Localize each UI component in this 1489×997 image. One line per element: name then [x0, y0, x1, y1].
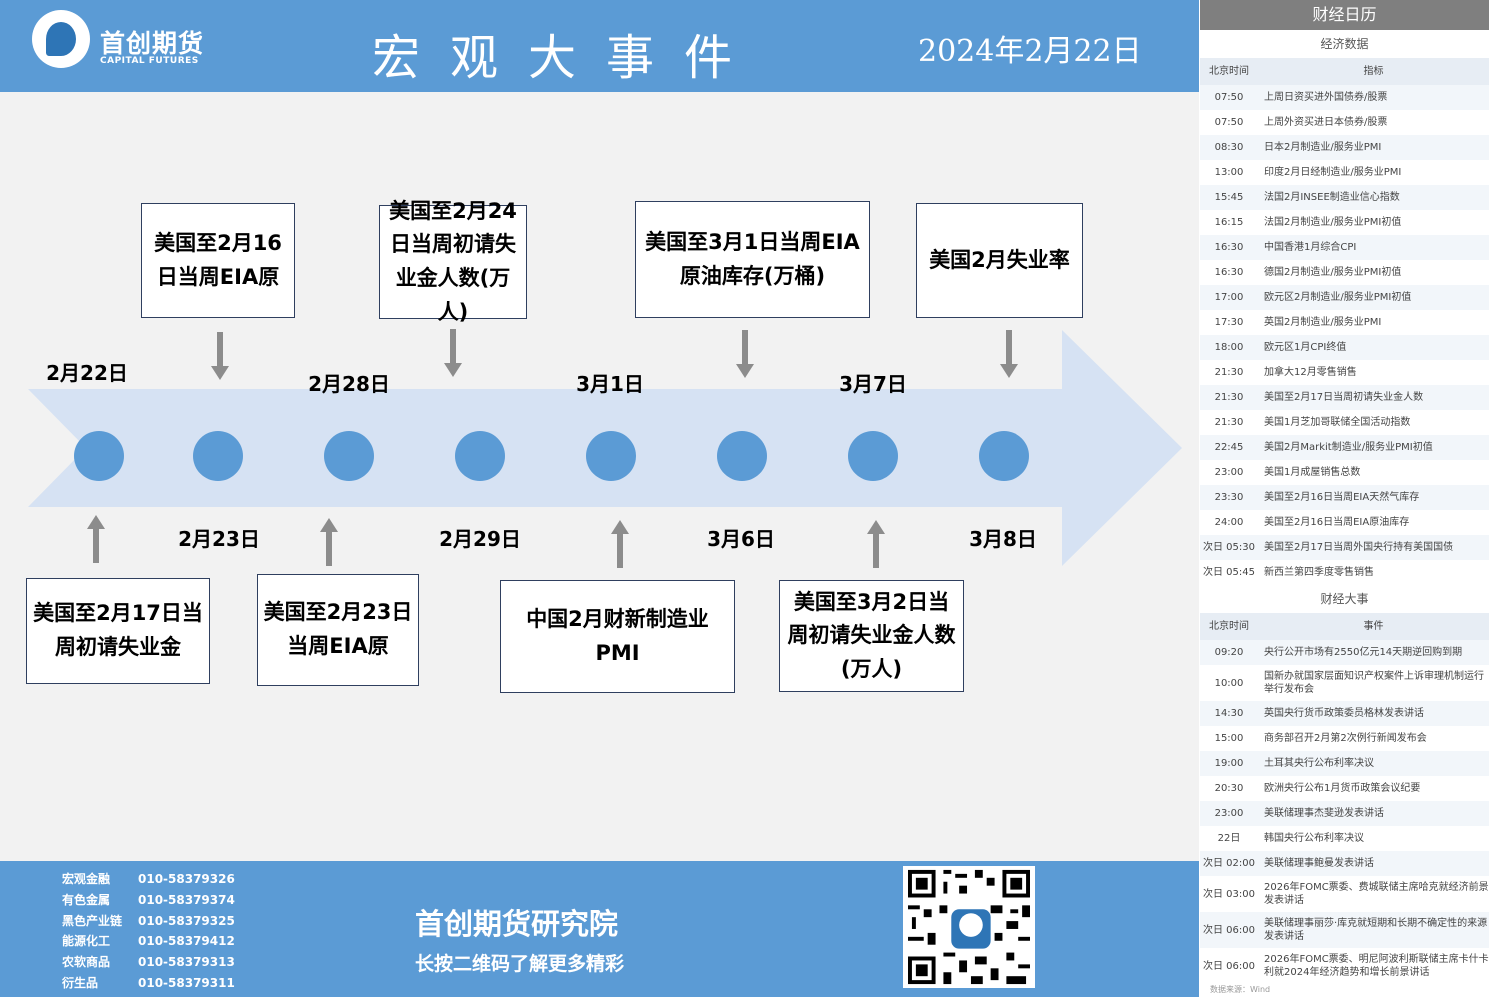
qr-hint: 长按二维码了解更多精彩 — [415, 953, 625, 975]
up-arrow-icon — [87, 515, 105, 563]
down-arrow-icon — [1000, 330, 1018, 378]
report-date: 2024年2月22日 — [918, 34, 1142, 69]
down-arrow-icon — [444, 329, 462, 377]
timeline-date: 2月22日 — [46, 361, 128, 385]
timeline-date: 3月6日 — [707, 527, 775, 551]
event-box: 中国2月财新制造业PMI — [500, 580, 735, 693]
econ-column-header: 北京时间指标 — [1200, 58, 1489, 85]
timeline-dot — [74, 431, 124, 481]
event-box: 美国至3月1日当周EIA原油库存(万桶) — [635, 201, 870, 318]
econ-section-title: 经济数据 — [1200, 30, 1489, 58]
logo-icon — [32, 10, 90, 68]
events-column-header: 北京时间事件 — [1200, 613, 1489, 640]
timeline-dot — [586, 431, 636, 481]
timeline-date: 2月23日 — [178, 527, 260, 551]
timeline-date: 3月8日 — [969, 527, 1037, 551]
event-box: 美国至2月17日当周初请失业金 — [26, 578, 210, 684]
timeline-date: 2月28日 — [308, 372, 390, 396]
event-box: 美国至2月24日当周初请失业金人数(万人) — [379, 199, 527, 324]
qr-code-icon[interactable] — [903, 866, 1035, 988]
timeline-dot — [324, 431, 374, 481]
logo-name: 首创期货 — [100, 29, 205, 58]
up-arrow-icon — [867, 520, 885, 568]
timeline-date: 3月1日 — [576, 372, 644, 396]
main-panel: 首创期货 CAPITAL FUTURES 宏观大事件 2024年2月22日 2月… — [0, 0, 1199, 997]
event-box: 美国至2月23日当周EIA原 — [257, 574, 419, 686]
timeline-dot — [979, 431, 1029, 481]
data-source: 数据来源：Wind — [1210, 985, 1271, 994]
down-arrow-icon — [736, 330, 754, 378]
timeline-date: 2月29日 — [439, 527, 521, 551]
events-section-title: 财经大事 — [1200, 585, 1489, 613]
timeline-dot — [717, 431, 767, 481]
timeline-dot — [193, 431, 243, 481]
institute-name: 首创期货研究院 — [415, 907, 619, 941]
logo-en: CAPITAL FUTURES — [100, 56, 199, 66]
calendar-title: 财经日历 — [1200, 0, 1489, 30]
timeline-dot — [455, 431, 505, 481]
event-box: 美国至2月16日当周EIA原 — [141, 203, 295, 318]
timeline-dot — [848, 431, 898, 481]
list-item: 22日韩国央行公布利率决议 — [1217, 833, 1364, 844]
up-arrow-icon — [320, 518, 338, 566]
down-arrow-icon — [211, 332, 229, 380]
event-box: 美国至3月2日当周初请失业金人数(万人) — [779, 580, 964, 692]
header: 首创期货 CAPITAL FUTURES 宏观大事件 2024年2月22日 — [0, 0, 1199, 92]
timeline-date: 3月7日 — [839, 372, 907, 396]
up-arrow-icon — [611, 520, 629, 568]
event-box: 美国2月失业率 — [916, 203, 1083, 318]
page-title: 宏观大事件 — [372, 30, 763, 86]
